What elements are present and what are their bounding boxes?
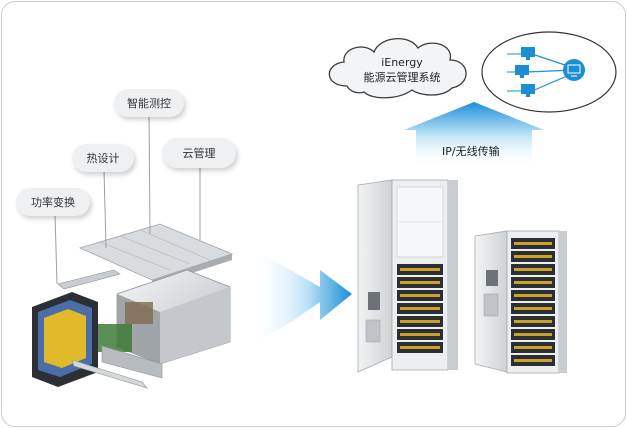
battery-module-stripe xyxy=(514,359,552,362)
battery-module-stripe xyxy=(514,346,552,349)
label-thermal-design: 热设计 xyxy=(72,144,134,172)
battery-module-stripe xyxy=(514,320,552,323)
cloud-server-icon xyxy=(563,59,585,81)
cloud-shape xyxy=(328,38,467,99)
label-thermal-design-text: 热设计 xyxy=(86,152,120,165)
label-smart-monitoring: 智能测控 xyxy=(114,89,184,117)
battery-module-stripe xyxy=(514,268,552,271)
leader-line-monitoring xyxy=(148,113,151,235)
exploded-module-illustration xyxy=(32,223,234,389)
label-smart-monitoring-text: 智能测控 xyxy=(127,97,171,110)
monitor-icon-1 xyxy=(521,47,535,60)
label-power-conversion: 功率变换 xyxy=(16,188,90,216)
battery-module-stripe xyxy=(514,255,552,258)
battery-module-stripe xyxy=(400,333,440,336)
monitor-icon-2 xyxy=(515,65,529,78)
battery-module-stripe xyxy=(514,307,552,310)
label-cloud-management-text: 云管理 xyxy=(182,147,216,160)
monitor-icon-3 xyxy=(521,84,535,97)
cloud-label-line1: iEnergy xyxy=(381,56,423,69)
cabinet-open xyxy=(357,179,458,373)
battery-module-stripe xyxy=(514,281,552,284)
cabinet-closed xyxy=(474,230,567,374)
up-arrow xyxy=(404,102,544,168)
battery-module-stripe xyxy=(400,307,440,310)
battery-module-stripe xyxy=(400,268,440,271)
cloud-label: iEnergy 能源云管理系统 xyxy=(347,55,457,85)
battery-module-stripe xyxy=(514,333,552,336)
transmission-label: IP/无线传输 xyxy=(442,145,500,158)
leader-line-thermal xyxy=(103,169,107,249)
battery-module-stripe xyxy=(514,242,552,245)
battery-module-stripe xyxy=(514,294,552,297)
label-power-conversion-text: 功率变换 xyxy=(31,196,75,209)
big-right-arrow xyxy=(250,250,352,344)
battery-module-stripe xyxy=(400,294,440,297)
label-cloud-management: 云管理 xyxy=(162,138,236,168)
cloud-label-line2: 能源云管理系统 xyxy=(363,71,441,84)
battery-module-stripe xyxy=(400,346,440,349)
leader-line-power xyxy=(54,213,58,285)
battery-module-stripe xyxy=(400,281,440,284)
battery-module-stripe xyxy=(400,320,440,323)
network-diagram xyxy=(481,31,617,113)
